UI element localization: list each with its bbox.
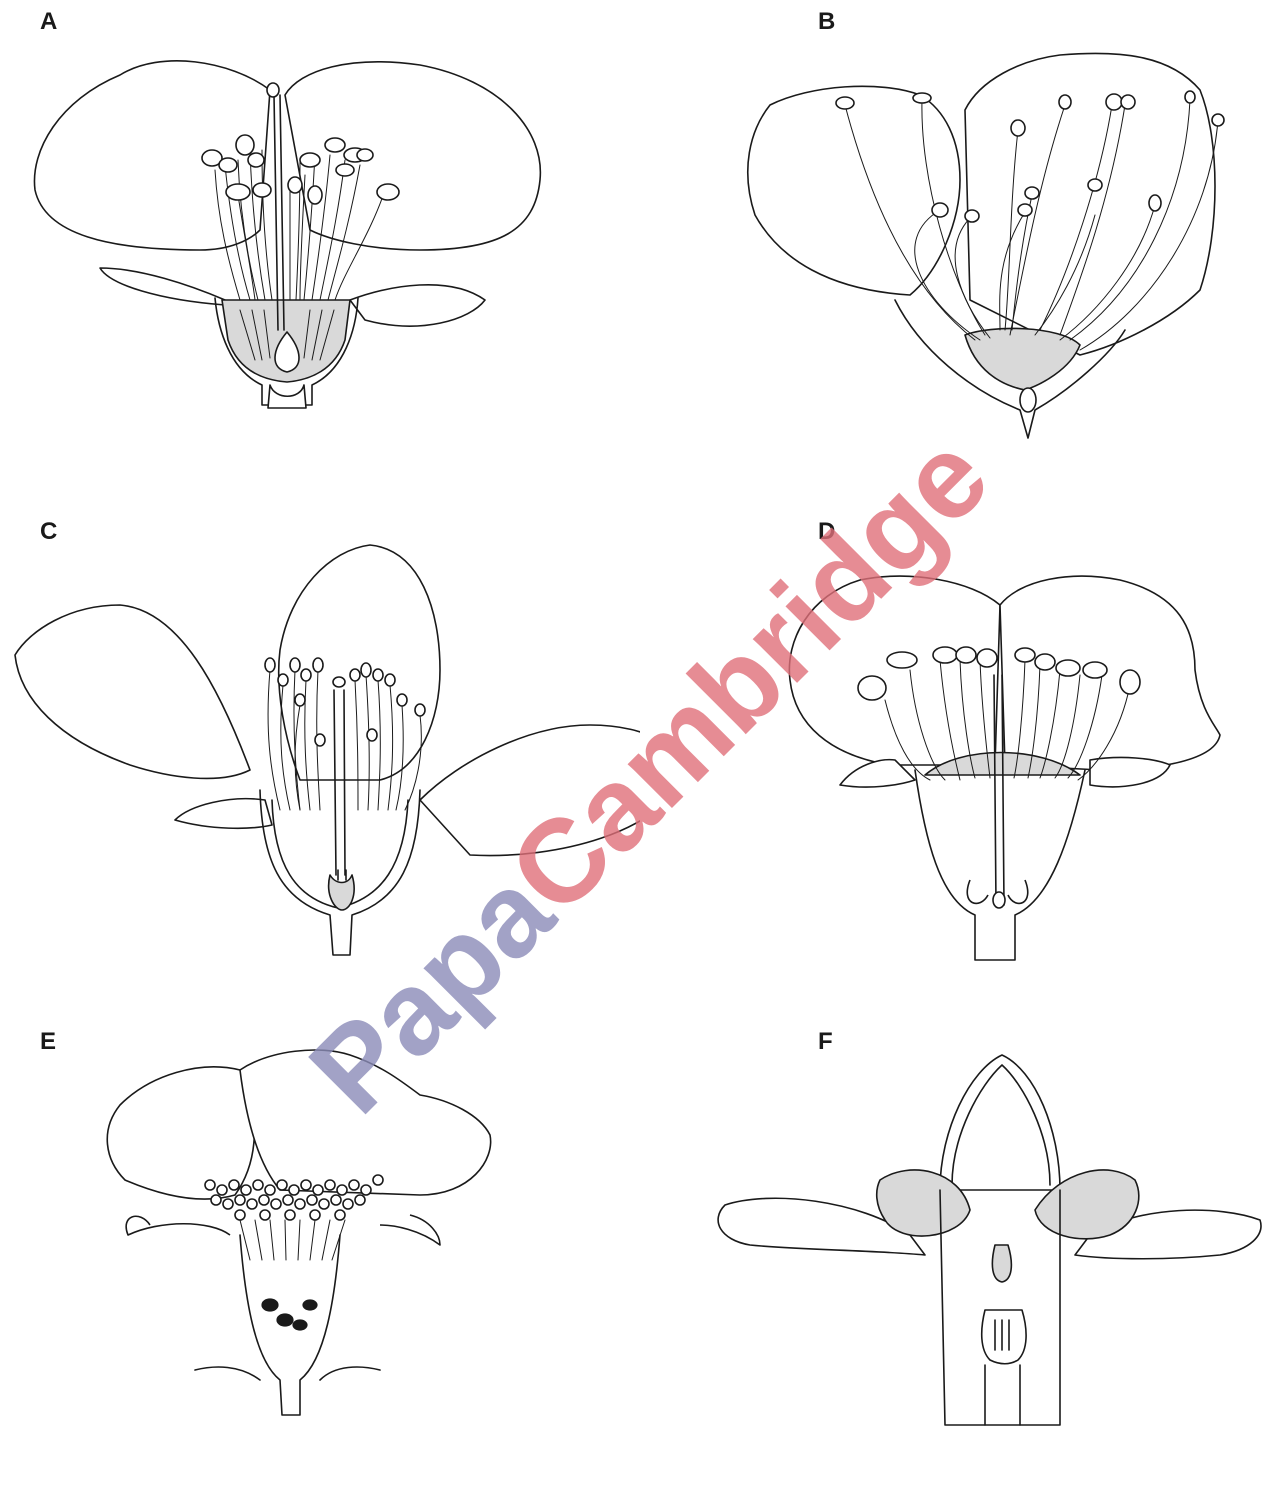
flower-f-drawing [640, 1020, 1280, 1435]
panel-a: A [0, 0, 640, 478]
flower-e-drawing [0, 1020, 640, 1435]
flower-a-drawing [0, 0, 640, 478]
flower-b-drawing [640, 0, 1280, 478]
panel-c: C [0, 510, 640, 988]
panel-b: B [640, 0, 1280, 478]
panel-d: D [640, 510, 1280, 988]
flower-d-drawing [640, 510, 1280, 988]
panel-f: F [640, 1020, 1280, 1498]
flower-c-drawing [0, 510, 640, 988]
panel-e: E [0, 1020, 640, 1498]
